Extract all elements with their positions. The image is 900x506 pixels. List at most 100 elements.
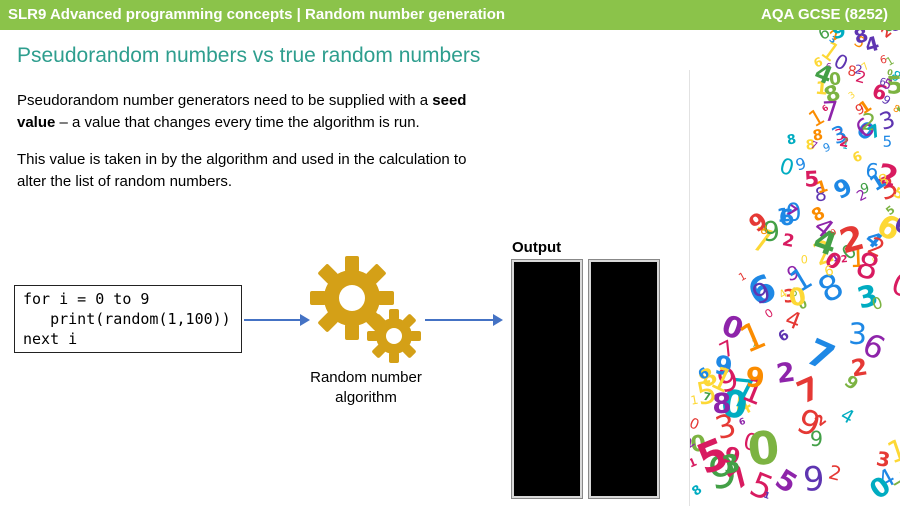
code-box: for i = 0 to 9 print(random(1,100)) next… <box>14 285 242 353</box>
decorative-digit: 9 <box>830 30 848 44</box>
decorative-digit: 8 <box>876 169 891 190</box>
decorative-digit: 2 <box>854 62 864 77</box>
decorative-digit: 6 <box>878 77 887 89</box>
decorative-digit: 3 <box>847 90 857 101</box>
decorative-digit: 0 <box>828 69 842 90</box>
decorative-digit: 0 <box>801 253 808 266</box>
arrow-right-icon <box>244 314 310 326</box>
decorative-digit: 6 <box>869 79 890 106</box>
arrow-right-icon <box>425 314 503 326</box>
decorative-digit: 0 <box>886 30 900 37</box>
decorative-digit: 5 <box>891 185 900 204</box>
decorative-digit: 8 <box>690 481 705 498</box>
decorative-digit: 9 <box>883 30 897 36</box>
decorative-digit: 5 <box>882 133 892 151</box>
decorative-digit: 7 <box>842 136 848 147</box>
decorative-digit: 6 <box>851 149 865 166</box>
paragraph-seed-pre: Pseudorandom number generators need to b… <box>17 92 433 109</box>
output-label: Output <box>512 239 562 256</box>
decorative-digit: 0 <box>745 421 781 477</box>
header-course: AQA GCSE (8252) <box>761 6 888 23</box>
decorative-digit: 8 <box>846 63 857 80</box>
decorative-digit: 1 <box>814 176 830 197</box>
decorative-digit: 7 <box>702 390 712 404</box>
decorative-digit: 9 <box>793 154 808 175</box>
decorative-digit: 5 <box>893 88 900 121</box>
decorative-digit: 2 <box>774 357 797 390</box>
code-line: for i = 0 to 9 <box>23 290 150 308</box>
decorative-digit: 9 <box>721 442 743 471</box>
decorative-digit: 3 <box>848 317 868 352</box>
decorative-digit: 8 <box>759 222 769 238</box>
decorative-digit: 9 <box>829 172 857 205</box>
header-title: SLR9 Advanced programming concepts | Ran… <box>8 6 506 23</box>
decorative-digit: 1 <box>690 393 699 408</box>
output-column-2 <box>589 260 659 498</box>
code-line: print(random(1,100)) <box>23 310 231 328</box>
decorative-digit: 9 <box>821 140 832 155</box>
decorative-digit: 9 <box>745 362 766 394</box>
decorative-digit: 3 <box>719 448 743 480</box>
decorative-digit: 8 <box>891 103 900 116</box>
decorative-digit: 0 <box>776 154 796 182</box>
slide-title: Pseudorandom numbers vs true random numb… <box>17 44 481 67</box>
decorative-digit: 0 <box>690 430 708 458</box>
decorative-digit: 3 <box>783 286 797 308</box>
decorative-digit: 2 <box>854 67 869 88</box>
decorative-digit: 6 <box>738 417 747 429</box>
decorative-digit: 2 <box>850 354 870 382</box>
code-line: next i <box>23 330 78 348</box>
decorative-digit: 7 <box>752 340 757 350</box>
decorative-digit: 7 <box>821 96 840 128</box>
decorative-digit: 2 <box>838 134 850 151</box>
decorative-digit: 5 <box>789 284 801 300</box>
decorative-digit: 1 <box>690 455 699 471</box>
gears-icon <box>310 256 421 363</box>
code-block: for i = 0 to 9 print(random(1,100)) next… <box>15 286 241 352</box>
decorative-digit: 5 <box>885 71 900 100</box>
decorative-digit: 7 <box>728 371 757 418</box>
decorative-digit: 1 <box>737 270 749 284</box>
decorative-digit: 3 <box>833 125 846 145</box>
decorative-digit: 2 <box>690 434 698 452</box>
decorative-digit: 8 <box>805 137 816 154</box>
decorative-digit: 9 <box>828 226 838 237</box>
decorative-digit: 5 <box>804 167 820 193</box>
decorative-digit: 7 <box>860 61 872 74</box>
decorative-digit: 6 <box>879 53 889 67</box>
decorative-numbers-graphic: 0011436042930808836723567059368102560323… <box>690 30 900 506</box>
decorative-digit: 6 <box>820 102 831 114</box>
decorative-digit: 2 <box>781 230 796 252</box>
decorative-digit: 1 <box>776 205 791 227</box>
decorative-digit: 9 <box>762 216 781 248</box>
decorative-digit: 0 <box>719 381 750 428</box>
header-bar: SLR9 Advanced programming concepts | Ran… <box>0 0 900 30</box>
decorative-digit: 8 <box>786 132 797 148</box>
decorative-digit: 0 <box>785 197 803 227</box>
decorative-digit: 8 <box>712 387 732 421</box>
decorative-digit: 2 <box>860 109 876 136</box>
decorative-digit: 6 <box>864 158 879 183</box>
paragraph-algorithm: This value is taken in by the algorithm … <box>17 151 467 190</box>
decorative-digit: 3 <box>827 35 838 47</box>
output-column-1 <box>512 260 582 498</box>
decorative-digit: 6 <box>870 255 880 265</box>
decorative-digit: 4 <box>837 405 858 429</box>
decorative-digit: 4 <box>863 32 882 58</box>
decorative-digit: 2 <box>879 30 895 42</box>
decorative-digit: 1 <box>849 243 867 275</box>
decorative-digit: 9 <box>810 427 824 451</box>
decorative-digit: 6 <box>825 62 832 74</box>
algorithm-label: Random number algorithm <box>310 369 422 406</box>
decorative-digit: 1 <box>884 54 897 69</box>
decorative-digit: 3 <box>875 447 892 472</box>
decorative-digit: 1 <box>762 490 771 501</box>
decorative-digit: 9 <box>802 459 825 499</box>
decorative-digit: 1 <box>814 79 828 100</box>
decorative-digit: 8 <box>811 126 824 144</box>
decorative-digit: 7 <box>809 139 819 153</box>
decorative-digit: 1 <box>733 312 772 362</box>
decorative-digit: 4 <box>868 30 881 35</box>
decorative-digit: 0 <box>886 265 900 306</box>
